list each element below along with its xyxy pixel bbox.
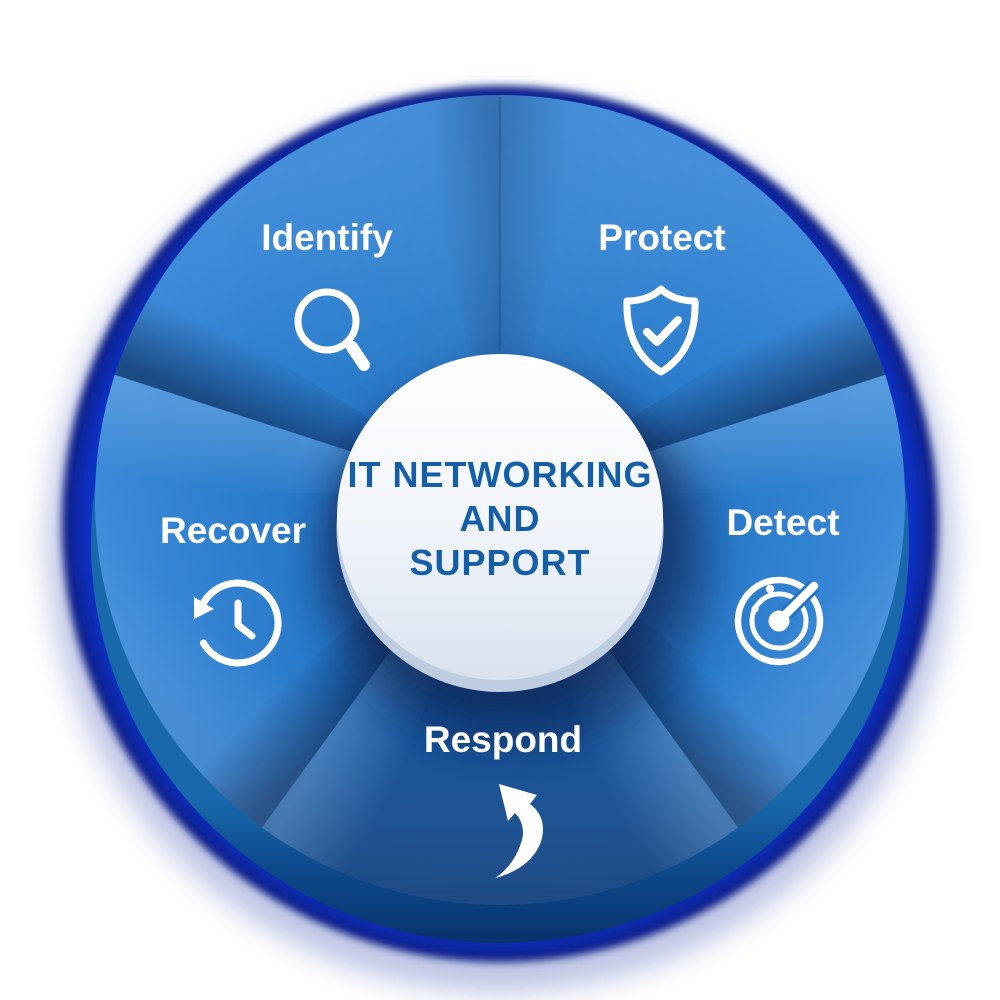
center-title-line-3: SUPPORT (409, 542, 590, 583)
center-title: IT NETWORKING AND SUPPORT (348, 454, 653, 583)
magnifier-icon (294, 288, 370, 371)
clock-restore-icon (194, 579, 282, 667)
segment-detect-label: Detect (726, 502, 839, 543)
radar-icon (734, 576, 824, 666)
curved-arrow-icon (495, 784, 543, 878)
segment-recover-label: Recover (160, 510, 306, 551)
segment-identify-label: Identify (261, 217, 393, 258)
shield-check-icon (623, 285, 699, 376)
segment-respond-label: Respond (424, 719, 582, 760)
center-title-line-1: IT NETWORKING (348, 454, 653, 495)
segment-protect-label: Protect (598, 217, 725, 258)
segment-labels: Identify Protect Detect Respond Recover (160, 217, 840, 760)
center-disc (337, 354, 663, 680)
center-title-line-2: AND (460, 498, 541, 539)
